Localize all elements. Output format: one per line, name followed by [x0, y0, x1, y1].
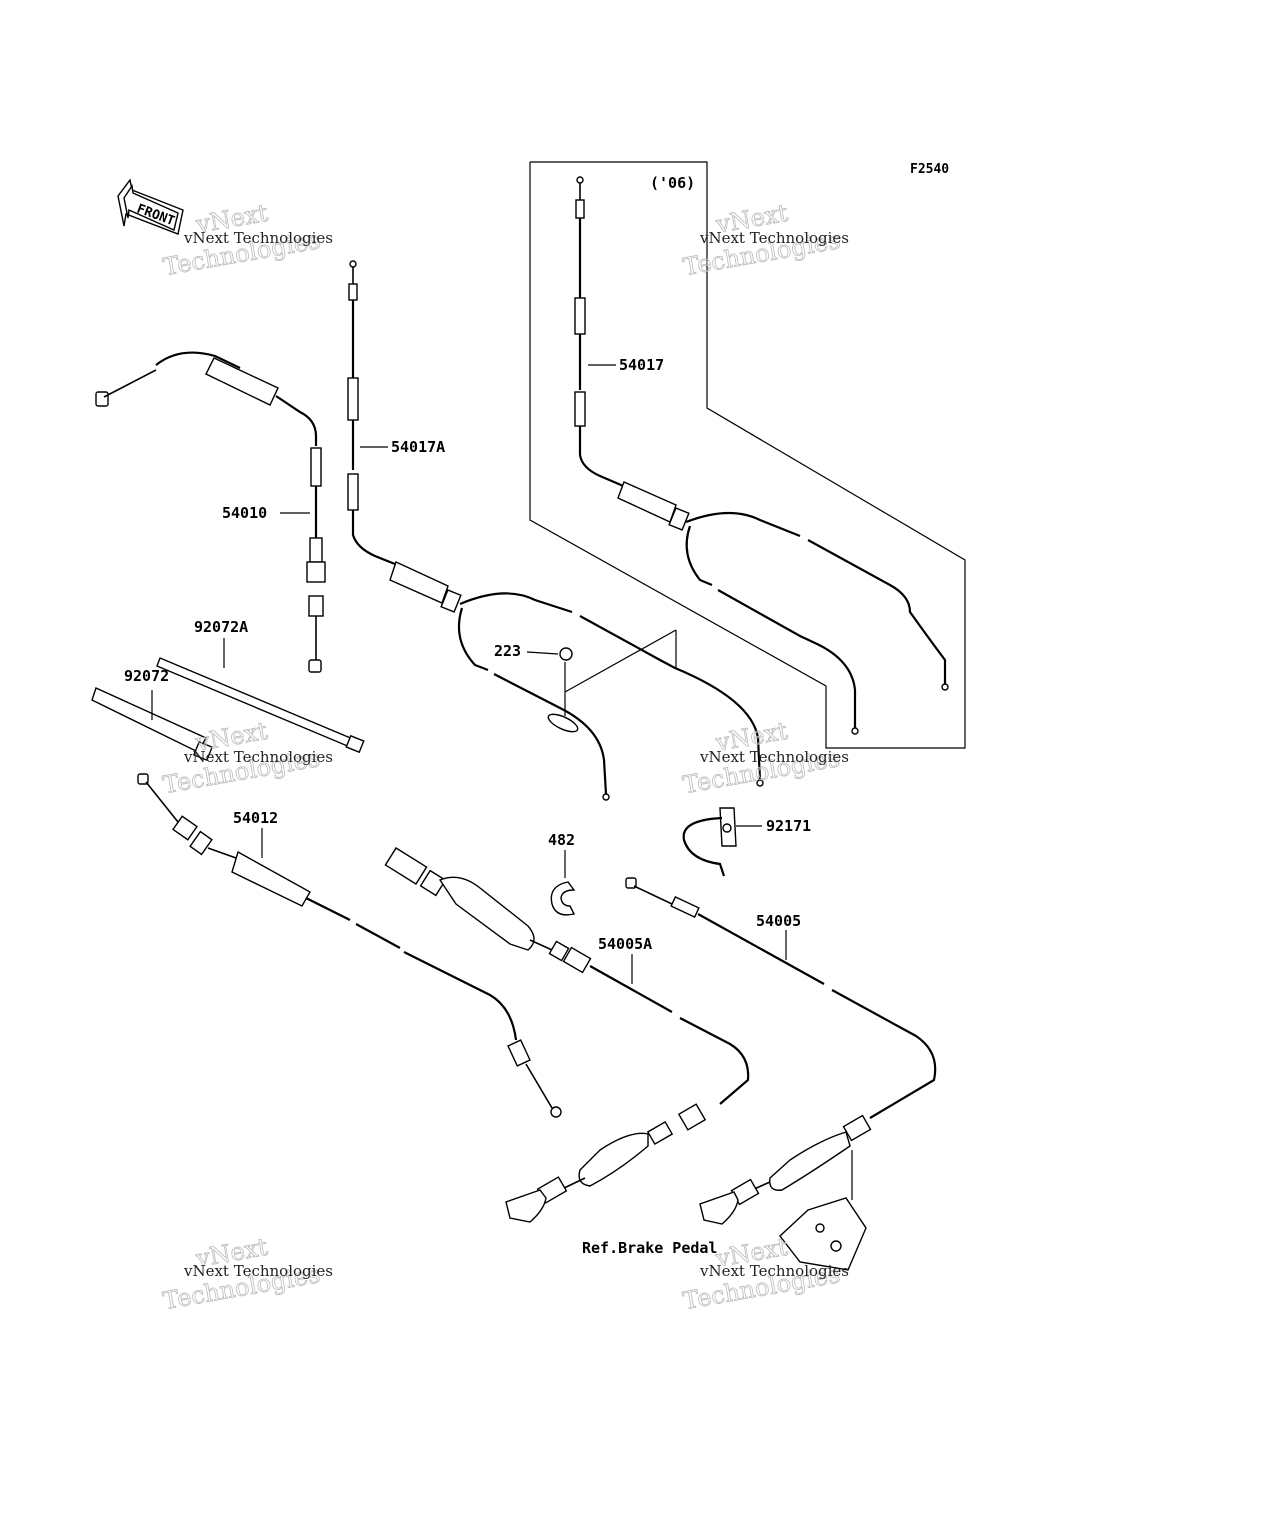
part-label-54005: 54005 — [756, 912, 801, 930]
cable-54010 — [95, 351, 326, 673]
front-arrow-icon: FRONT — [117, 178, 184, 235]
part-label-92171: 92171 — [766, 817, 811, 835]
part-label-54005A: 54005A — [598, 935, 652, 953]
watermark-small-6: vNext Technologies — [699, 1262, 849, 1280]
diagram-code: F2540 — [910, 162, 949, 177]
watermark-small-5: vNext Technologies — [183, 1262, 333, 1280]
bracket-92171 — [682, 807, 737, 877]
year-frame — [529, 161, 966, 749]
cable-54017A — [347, 260, 764, 801]
cable-tie-92072 — [91, 687, 214, 762]
ref-note: Ref.Brake Pedal — [582, 1239, 717, 1257]
brake-pedal-bracket — [779, 1150, 867, 1271]
part-label-54012: 54012 — [233, 809, 278, 827]
part-label-54010: 54010 — [222, 504, 267, 522]
part-label-54017: 54017 — [619, 356, 664, 374]
watermark-small-1: vNext Technologies — [183, 229, 333, 247]
watermark-small-4: vNext Technologies — [699, 748, 849, 766]
cable-54012 — [137, 773, 562, 1118]
screw-223 — [526, 629, 677, 716]
part-label-482: 482 — [548, 831, 575, 849]
cable-54017 — [574, 176, 949, 735]
watermark-small-2: vNext Technologies — [699, 229, 849, 247]
part-label-92072: 92072 — [124, 667, 169, 685]
year-note: ('06) — [650, 174, 695, 192]
watermark-small-3: vNext Technologies — [183, 748, 333, 766]
part-label-92072A: 92072A — [194, 618, 248, 636]
cable-54005 — [625, 877, 937, 1225]
part-label-223: 223 — [494, 642, 521, 660]
clip-482 — [550, 881, 576, 916]
part-label-54017A: 54017A — [391, 438, 445, 456]
cable-tie-92072A — [156, 657, 365, 754]
cable-54005A — [384, 847, 750, 1223]
